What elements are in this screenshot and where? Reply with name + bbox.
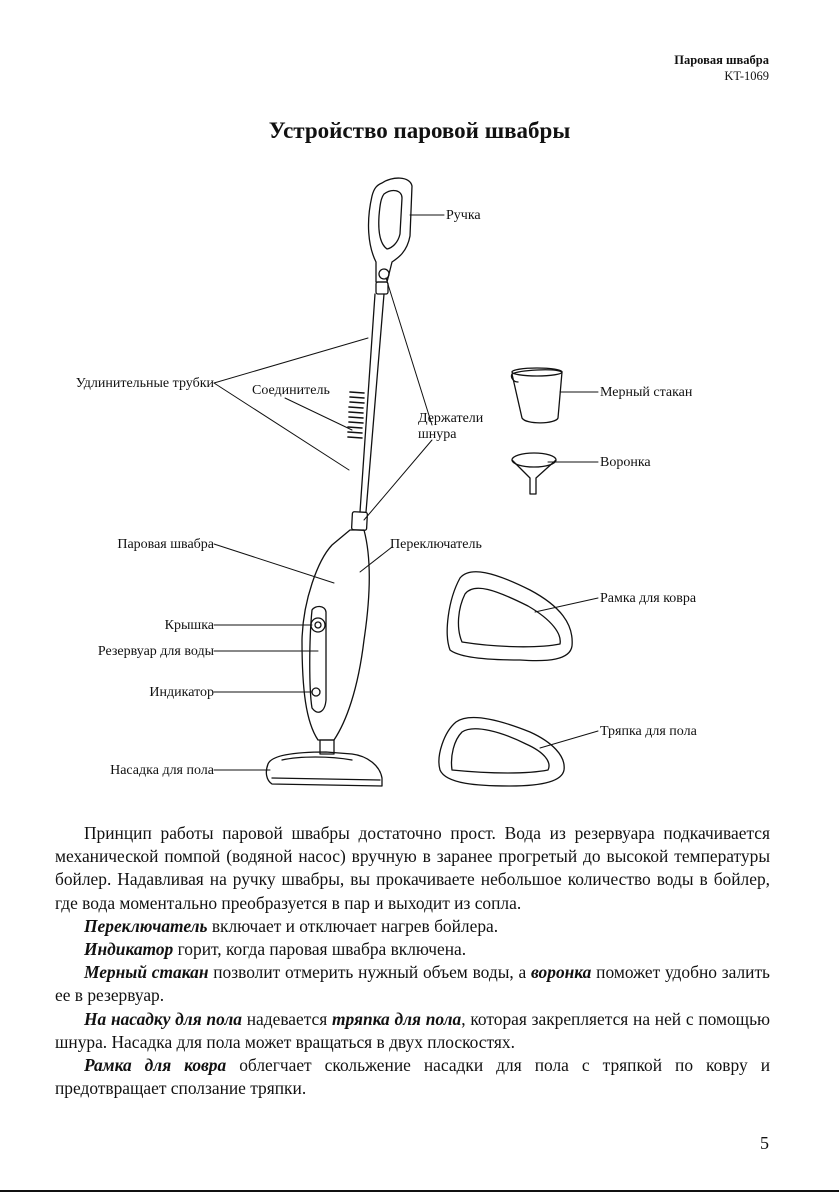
extension-tubes-illustration [347,293,385,531]
label-water-tank: Резервуар для воды [97,644,214,659]
text-cup-a: позволит отмерить нужный объем воды, а [208,962,532,983]
page-title: Устройство паровой швабры [268,118,571,143]
measuring-cup-illustration [510,367,563,424]
term-cloth: тряпка для пола [332,1008,462,1029]
paragraph-indicator: Индикатор горит, когда паровая швабра вк… [55,938,770,961]
label-floor-cloth: Тряпка для пола [600,724,697,739]
page-header: Паровая швабра KT-1069 [674,52,769,84]
carpet-frame-illustration [446,571,573,662]
paragraph-cup: Мерный стакан позволит отмерить нужный о… [55,961,770,1007]
label-cord-holders-1: Держатели [418,411,484,426]
page-number: 5 [760,1133,769,1153]
steam-mop-diagram [213,177,599,787]
label-indicator: Индикатор [149,685,214,700]
label-funnel: Воронка [600,455,651,470]
label-carpet-frame: Рамка для ковра [600,591,697,606]
text-indicator: горит, когда паровая швабра включена. [173,939,467,960]
label-floor-nozzle: Насадка для пола [110,763,214,778]
label-extension-tubes: Удлинительные трубки [75,376,214,391]
term-nozzle: На насадку для пола [84,1008,242,1029]
term-indicator: Индикатор [84,939,174,960]
connector-coil [347,391,365,439]
paragraph-switch: Переключатель включает и отключает нагре… [55,915,770,938]
label-cord-holders-2: шнура [418,427,457,442]
label-switch: Переключатель [390,537,482,552]
label-connector: Соединитель [252,383,330,398]
term-frame: Рамка для ковра [84,1055,227,1076]
text-nozzle-c: , которая закрепляется на ней с помощью … [55,1008,770,1052]
bottom-rule [0,1190,839,1192]
text-switch: включает и отключает нагрев бойлера. [207,915,499,936]
label-measuring-cup: Мерный стакан [600,385,693,400]
text-frame: облегчает скольжение насадки для пола с … [55,1055,770,1099]
term-switch: Переключатель [84,915,208,936]
label-steam-mop: Паровая швабра [117,537,214,552]
funnel-illustration [511,452,557,495]
description-text: Принцип работы паровой швабры достаточно… [55,822,770,1100]
leader-lines [213,214,599,771]
header-product: Паровая швабра [674,53,769,67]
label-cap: Крышка [164,618,214,633]
paragraph-nozzle: На насадку для пола надевается тряпка дл… [55,1008,770,1054]
mop-body-illustration [301,529,370,755]
text-nozzle-a: надевается [241,1008,333,1029]
mop-handle-illustration [367,177,413,295]
term-funnel: воронка [531,962,592,983]
floor-nozzle-illustration [265,751,383,787]
text-cup-c: поможет удобно залить ее в резервуар. [55,962,770,1006]
floor-cloth-illustration [438,716,565,787]
paragraph-principle: Принцип работы паровой швабры достаточно… [55,823,770,913]
header-model: KT-1069 [724,69,769,83]
paragraph-frame: Рамка для ковра облегчает скольжение нас… [55,1054,770,1100]
term-cup: Мерный стакан [84,962,209,983]
label-handle: Ручка [446,208,481,223]
